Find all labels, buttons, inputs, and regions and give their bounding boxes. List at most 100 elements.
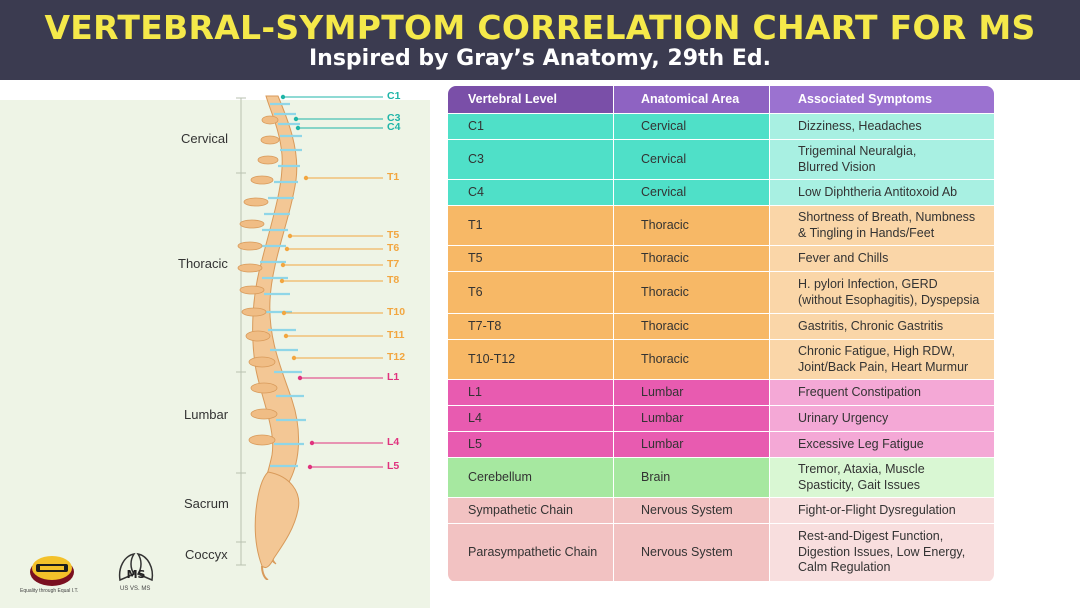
table-header-row: Vertebral Level Anatomical Area Associat… (448, 86, 994, 114)
cell-anatomical-area: Cervical (614, 180, 770, 205)
cell-associated-symptoms: Shortness of Breath, Numbness& Tingling … (770, 206, 994, 245)
level-label-l4: L4 (387, 436, 400, 448)
symptom-line: Frequent Constipation (798, 384, 921, 399)
cell-vertebral-level: C3 (448, 140, 614, 179)
cell-vertebral-level: T7-T8 (448, 314, 614, 339)
cell-associated-symptoms: Dizziness, Headaches (770, 114, 994, 139)
cell-vertebral-level: L5 (448, 432, 614, 457)
level-label-l5: L5 (387, 460, 400, 472)
level-callout-dot (283, 333, 289, 339)
equality-logo (30, 556, 74, 586)
level-label-c1: C1 (387, 90, 401, 102)
symptom-line: Spasticity, Gait Issues (798, 477, 921, 492)
cell-associated-symptoms: Excessive Leg Fatigue (770, 432, 994, 457)
region-lumbar: Lumbar (184, 407, 229, 422)
us-vs-ms-caption: US VS. MS (120, 586, 151, 592)
level-label-t6: T6 (387, 242, 400, 254)
region-sacrum: Sacrum (184, 496, 229, 511)
symptom-line: Urinary Urgency (798, 410, 889, 425)
symptom-line: Shortness of Breath, Numbness (798, 209, 976, 224)
cell-anatomical-area: Thoracic (614, 272, 770, 313)
cell-vertebral-level: C4 (448, 180, 614, 205)
level-callout-dot (307, 464, 313, 470)
cell-associated-symptoms: Rest-and-Digest Function,Digestion Issue… (770, 524, 994, 581)
svg-text:MS: MS (127, 568, 146, 581)
level-label-t8: T8 (387, 274, 400, 286)
equality-logo-caption: Equality through Equal I.T. (20, 588, 79, 594)
cell-anatomical-area: Cervical (614, 114, 770, 139)
cell-vertebral-level: L4 (448, 406, 614, 431)
cell-vertebral-level: T10-T12 (448, 340, 614, 379)
cell-vertebral-level: Sympathetic Chain (448, 498, 614, 523)
symptom-line: Digestion Issues, Low Energy, (798, 544, 966, 559)
region-coccyx: Coccyx (185, 547, 228, 562)
level-callout-dot (303, 175, 309, 181)
cell-associated-symptoms: Chronic Fatigue, High RDW,Joint/Back Pai… (770, 340, 994, 379)
level-label-t5: T5 (387, 229, 400, 241)
cell-associated-symptoms: Trigeminal Neuralgia,Blurred Vision (770, 140, 994, 179)
cell-associated-symptoms: Urinary Urgency (770, 406, 994, 431)
symptom-line: Tremor, Ataxia, Muscle (798, 461, 925, 476)
spine-panel (0, 100, 430, 608)
coccyx-shape (261, 565, 269, 580)
cell-anatomical-area: Lumbar (614, 380, 770, 405)
cell-anatomical-area: Cervical (614, 140, 770, 179)
level-label-t7: T7 (387, 258, 400, 270)
level-label-l1: L1 (387, 371, 400, 383)
page-title: VERTEBRAL-SYMPTOM CORRELATION CHART FOR … (44, 8, 1036, 47)
symptom-line: Chronic Fatigue, High RDW, (798, 343, 956, 358)
cell-anatomical-area: Nervous System (614, 498, 770, 523)
symptom-line: Low Diphtheria Antitoxoid Ab (798, 184, 958, 199)
level-label-t11: T11 (387, 329, 405, 341)
cell-associated-symptoms: H. pylori Infection, GERD(without Esopha… (770, 272, 994, 313)
level-callout-dot (309, 440, 315, 446)
cell-anatomical-area: Thoracic (614, 246, 770, 271)
level-callout-dot (291, 355, 297, 361)
cell-vertebral-level: T1 (448, 206, 614, 245)
header-banner: VERTEBRAL-SYMPTOM CORRELATION CHART FOR … (0, 0, 1080, 80)
region-thoracic: Thoracic (178, 256, 228, 271)
us-vs-ms-logo: MS (118, 552, 154, 582)
cell-anatomical-area: Thoracic (614, 314, 770, 339)
level-label-t12: T12 (387, 351, 406, 363)
symptom-line: Joint/Back Pain, Heart Murmur (798, 359, 969, 374)
header-associated-symptoms: Associated Symptoms (770, 86, 994, 113)
symptom-line: Gastritis, Chronic Gastritis (798, 318, 944, 333)
cell-anatomical-area: Nervous System (614, 524, 770, 581)
symptom-line: Trigeminal Neuralgia, (798, 143, 917, 158)
sacrum-shape (254, 471, 300, 569)
level-label-c3: C3 (387, 112, 401, 124)
cell-anatomical-area: Lumbar (614, 432, 770, 457)
symptom-line: Fever and Chills (798, 250, 889, 265)
cell-associated-symptoms: Fight-or-Flight Dysregulation (770, 498, 994, 523)
level-callout-dot (280, 262, 286, 268)
cell-vertebral-level: C1 (448, 114, 614, 139)
level-callouts (279, 94, 383, 470)
level-callout-dot (279, 278, 285, 284)
level-callout-dot (281, 310, 287, 316)
level-callout-dot (280, 94, 286, 100)
cell-anatomical-area: Brain (614, 458, 770, 497)
cell-vertebral-level: Parasympathetic Chain (448, 524, 614, 581)
level-callout-dot (284, 246, 290, 252)
symptom-line: Fight-or-Flight Dysregulation (798, 502, 956, 517)
level-callout-dot (295, 125, 301, 131)
level-callout-dot (287, 233, 293, 239)
symptom-line: Dizziness, Headaches (798, 118, 922, 133)
header-anatomical-area: Anatomical Area (614, 86, 770, 113)
cell-vertebral-level: L1 (448, 380, 614, 405)
cell-vertebral-level: Cerebellum (448, 458, 614, 497)
